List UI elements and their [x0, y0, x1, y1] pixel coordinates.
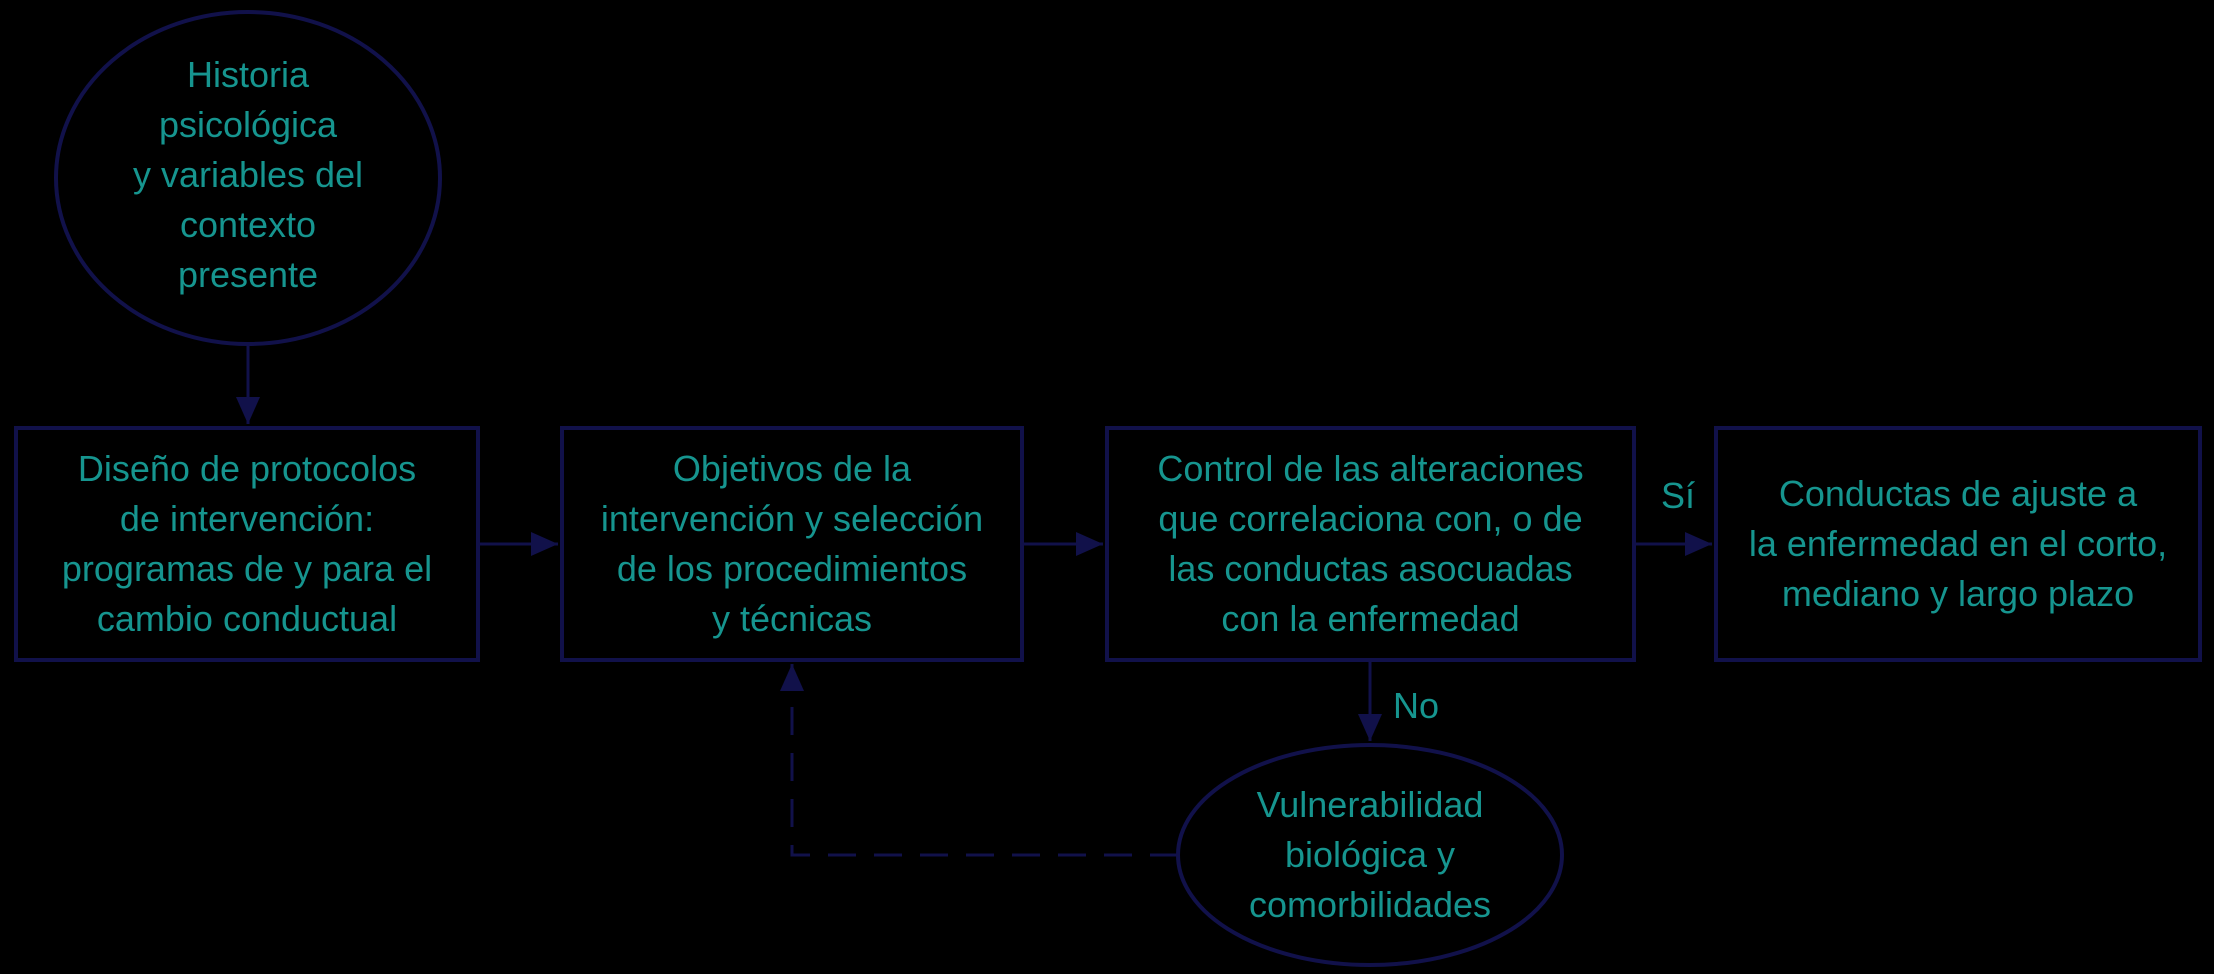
vulnerabilidad-label: Vulnerabilidad biológica y comorbilidade…	[1248, 784, 1492, 925]
edge-vulnerabilidad-objetivos	[780, 664, 1178, 857]
diseno-label: Diseño de protocolos de intervención: pr…	[61, 448, 433, 639]
conductas-node	[1714, 426, 2202, 662]
edge-label-si: Sí	[1661, 475, 1696, 516]
control-label: Control de las alteraciones que correlac…	[1157, 448, 1584, 639]
objetivos-label: Objetivos de la intervención y selección…	[600, 448, 984, 639]
conductas-label: Conductas de ajuste a la enfermedad en e…	[1748, 473, 2168, 614]
historia-label: Historia psicológica y variables del con…	[132, 54, 364, 295]
edge-label-no: No	[1393, 685, 1440, 726]
